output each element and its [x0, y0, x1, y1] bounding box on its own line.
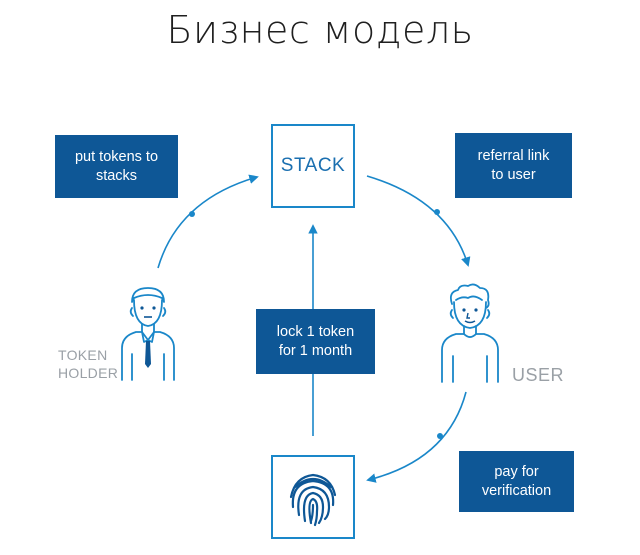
token-holder-label: TOKEN HOLDER: [58, 347, 119, 381]
label-lock-token: lock 1 token for 1 month: [256, 309, 375, 374]
verification-node: [271, 455, 355, 539]
fingerprint-icon: [289, 473, 337, 527]
stack-node: STACK: [271, 124, 355, 208]
businessman-icon: [121, 287, 175, 381]
label-put-tokens: put tokens to stacks: [55, 135, 178, 198]
arrow-user-to-fingerprint: [366, 391, 467, 483]
label-pay-verification: pay for verification: [459, 451, 574, 512]
label-referral-link: referral link to user: [455, 133, 572, 198]
connector-dot: [434, 209, 440, 215]
connector-dot: [437, 433, 443, 439]
user-person-icon: [441, 283, 499, 383]
arrow-stack-to-user: [366, 175, 471, 267]
user-label: USER: [512, 365, 565, 385]
connector-dot: [189, 211, 195, 217]
page-title: Бизнес модель: [166, 8, 474, 52]
